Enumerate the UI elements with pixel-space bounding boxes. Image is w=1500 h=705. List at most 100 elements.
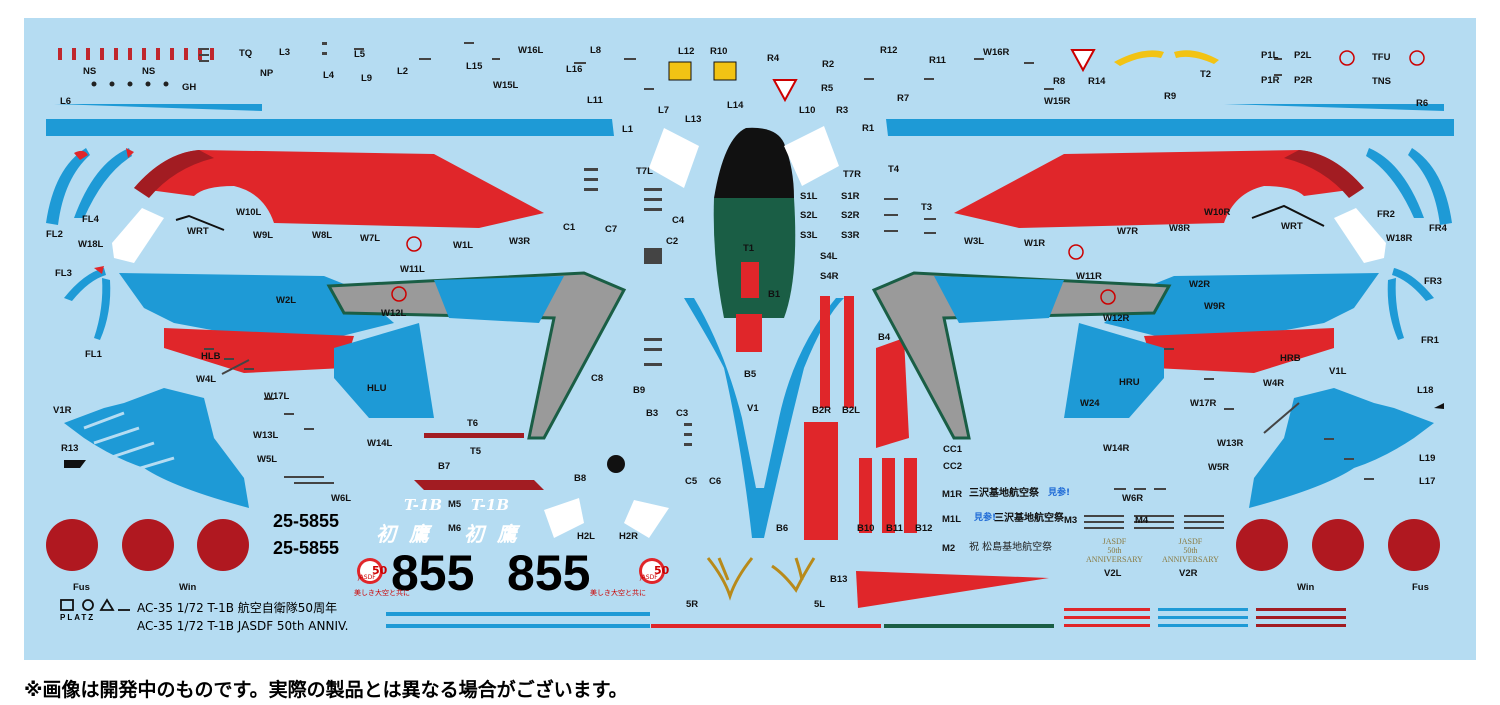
label-l3: L3: [279, 47, 291, 58]
label-fus-left: Fus: [73, 582, 90, 593]
label-cc2: CC2: [943, 461, 963, 472]
stripe-blue-short: [1158, 608, 1248, 627]
canopy-black: [714, 127, 794, 198]
label-w4l: W4L: [196, 374, 217, 385]
platz-logo-shapes: [60, 598, 130, 611]
label-c1: C1: [563, 222, 576, 233]
label-s3l: S3L: [800, 230, 818, 241]
label-ns-right: NS: [142, 66, 156, 77]
t1b-script-right: T-1B: [471, 496, 510, 514]
label-l5: L5: [354, 49, 366, 60]
anniversary-left: JASDF 50th ANNIVERSARY: [1086, 537, 1143, 564]
grey-tail-right: [871, 271, 1172, 440]
decal-sheet: NS NS TQ NP GH L3 L4 L5 L9 L2 L15 W16L L…: [24, 18, 1476, 660]
label-b8: B8: [574, 473, 587, 484]
hatsutaka-3: 初: [464, 522, 484, 546]
jasdf-badge-text-left: JASDF: [358, 574, 376, 581]
label-b9: B9: [633, 385, 646, 396]
blue-arm-right: [934, 276, 1064, 323]
wing-low-red-right: [1144, 328, 1334, 373]
label-l1: L1: [622, 124, 634, 135]
anniversary-left-line1: JASDF: [1102, 537, 1127, 546]
label-w7l: W7L: [360, 233, 381, 244]
label-hlu: HLU: [367, 383, 387, 394]
tail-v1r-blue: [64, 388, 249, 508]
label-l10: L10: [799, 105, 816, 116]
ns-red-bars: [58, 48, 214, 60]
label-b6: B6: [776, 523, 789, 534]
label-m1r: M1R: [942, 489, 963, 500]
label-w5l: W5L: [257, 454, 278, 465]
wing-top-darkred-right: [1284, 150, 1364, 198]
label-w8l: W8L: [312, 230, 333, 241]
label-m1l: M1L: [942, 514, 961, 525]
label-l15: L15: [466, 61, 483, 72]
label-l16: L16: [566, 64, 583, 75]
label-b13: B13: [830, 574, 848, 585]
label-p1l: P1L: [1261, 50, 1279, 61]
label-w3r: W3R: [509, 236, 531, 247]
label-l14: L14: [727, 100, 744, 111]
wing-top-red-right: [954, 150, 1364, 228]
label-r4: R4: [767, 53, 780, 64]
label-h2r: H2R: [619, 531, 639, 542]
serial-top: 25-5855: [273, 511, 340, 531]
label-r10: R10: [710, 46, 728, 57]
label-w12l: W12L: [381, 308, 407, 319]
product-line-en: AC-35 1/72 T-1B JASDF 50th ANNIV.: [137, 619, 349, 633]
label-tfu: TFU: [1372, 52, 1391, 63]
label-b3: B3: [646, 408, 659, 419]
label-w11l: W11L: [400, 264, 425, 275]
diag-stencil-right: [1263, 402, 1300, 434]
t1b-script-left: T-1B: [404, 496, 443, 514]
stripe-green: [884, 624, 1054, 628]
label-t2: T2: [1200, 69, 1212, 80]
label-r9: R9: [1164, 91, 1177, 102]
yellow-arrows: [1114, 50, 1219, 66]
label-w13l: W13L: [253, 430, 279, 441]
label-w9l: W9L: [253, 230, 274, 241]
blue-arm-left: [434, 276, 564, 323]
label-s4l: S4L: [820, 251, 838, 262]
label-np: NP: [260, 68, 274, 79]
label-p2l: P2L: [1294, 50, 1312, 61]
anniversary-right-line2: 50th: [1183, 545, 1198, 555]
tail-v1r-slices: [83, 411, 175, 475]
label-s1r: S1R: [841, 191, 860, 202]
label-w4r: W4R: [1263, 378, 1285, 389]
label-fr3: FR3: [1424, 276, 1442, 287]
label-w2l: W2L: [276, 295, 297, 306]
label-fl4: FL4: [82, 214, 99, 225]
anniversary-right-line1: JASDF: [1178, 537, 1203, 546]
label-tq: TQ: [239, 48, 253, 59]
jasdf-badge-fifty-left: 50: [372, 564, 388, 577]
label-w12r: W12R: [1103, 313, 1130, 324]
stripe-darkred-short: [1256, 608, 1346, 627]
r13-black: [64, 460, 86, 468]
big-number-right: 855: [507, 545, 591, 601]
label-hru: HRU: [1119, 377, 1140, 388]
label-b7: B7: [438, 461, 451, 472]
stripe-red-long: [651, 624, 881, 628]
anniversary-left-line3: ANNIVERSARY: [1086, 554, 1143, 564]
label-w1r: W1R: [1024, 238, 1046, 249]
label-v1: V1: [747, 403, 759, 414]
label-l18: L18: [1417, 385, 1434, 396]
label-r6: R6: [1416, 98, 1429, 109]
anniversary-left-line2: 50th: [1107, 545, 1122, 555]
insignia-triangles: [772, 49, 1096, 103]
product-line-ja: AC-35 1/72 T-1B 航空自衛隊50周年: [137, 601, 338, 615]
hinomaru-group: [46, 519, 1440, 571]
big-number-left: 855: [391, 545, 475, 601]
label-w10l: W10L: [236, 207, 262, 218]
label-wrt-left: WRT: [187, 226, 209, 237]
label-b5: B5: [744, 369, 757, 380]
label-tns: TNS: [1372, 76, 1391, 87]
label-r7: R7: [897, 93, 910, 104]
label-r13: R13: [61, 443, 79, 454]
tail-v1l-blue: [1249, 388, 1434, 508]
label-w13r: W13R: [1217, 438, 1244, 449]
v1-blue: [684, 298, 844, 538]
t6-red-bar: [424, 433, 524, 438]
label-h2l: H2L: [577, 531, 595, 542]
